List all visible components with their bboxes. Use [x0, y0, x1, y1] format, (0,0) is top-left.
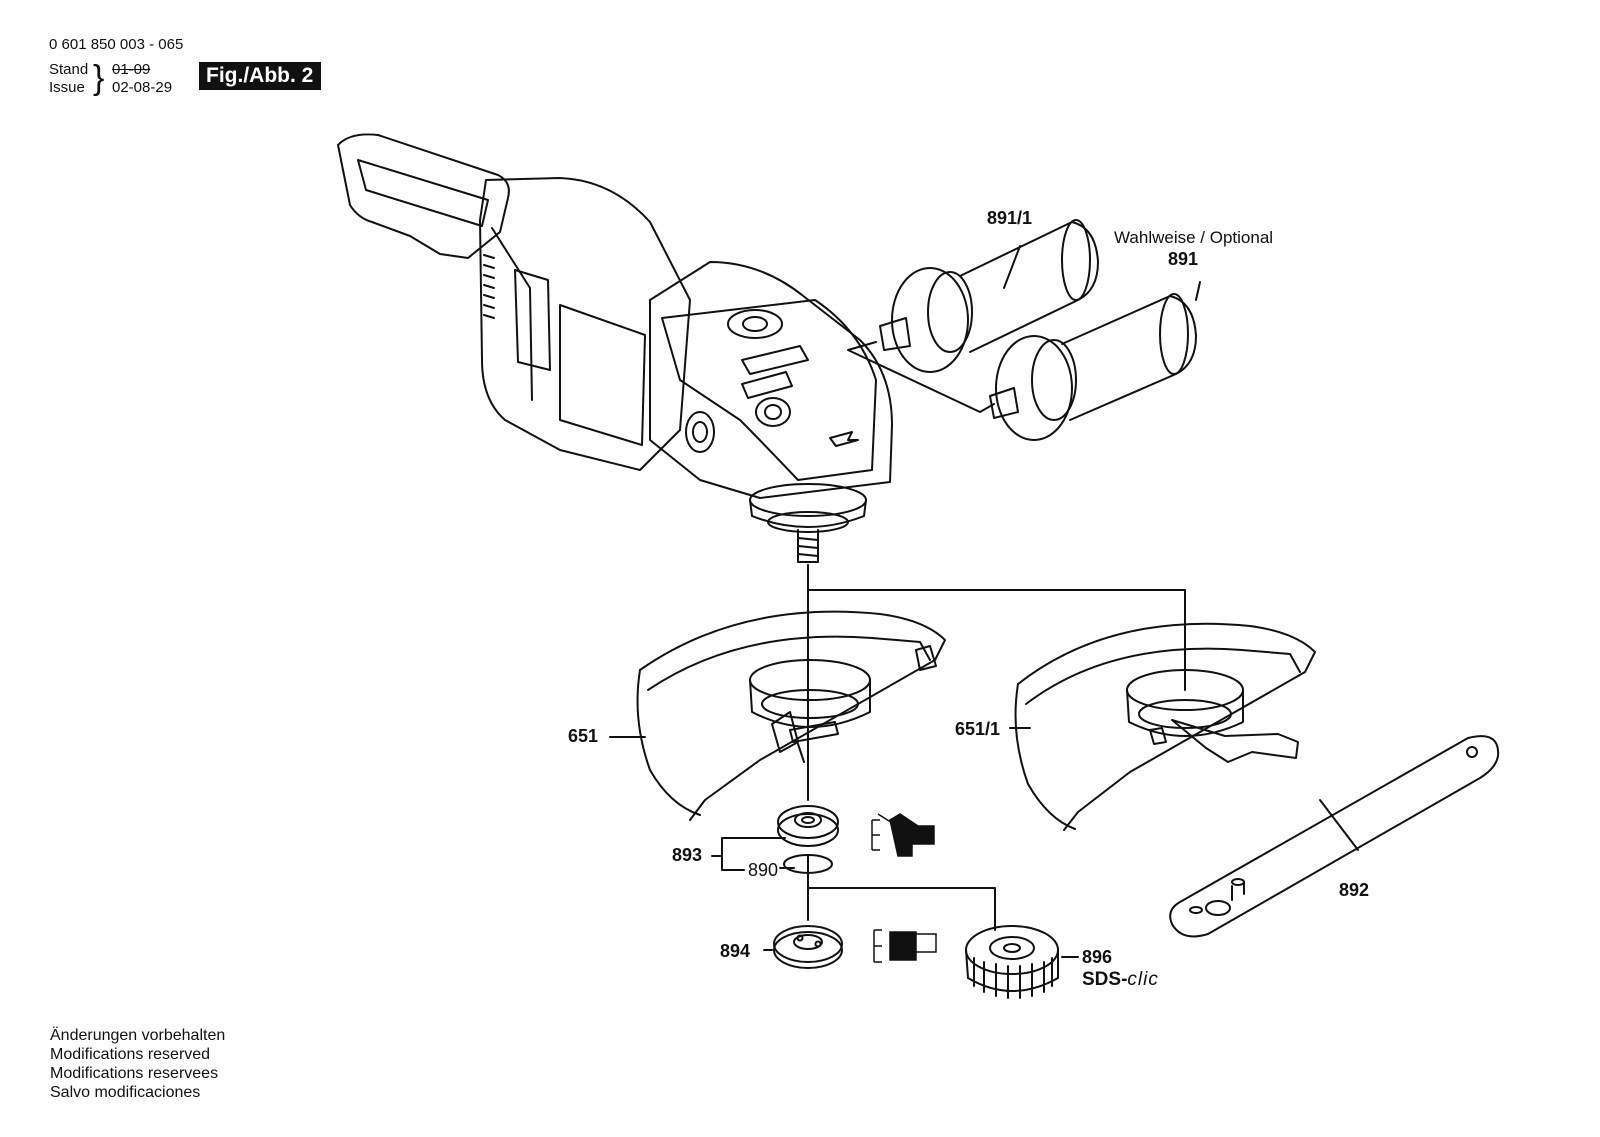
stand-value: 01-09 [112, 61, 151, 78]
part-label-651: 651 [568, 726, 599, 746]
footer-line-fr: Modifications reservees [50, 1065, 219, 1082]
brace-symbol: } [93, 59, 105, 97]
part-label-893: 893 [672, 845, 703, 865]
auxiliary-handle-891-drawing [989, 293, 1197, 441]
guard-651-1-drawing [1014, 622, 1316, 831]
angle-grinder-drawing [337, 133, 893, 563]
sds-prefix: SDS- [1082, 969, 1128, 990]
optional-note: Wahlweise / Optional [1114, 228, 1274, 247]
figure-label: Fig./Abb. 2 [199, 62, 322, 90]
part-label-896: 896 [1082, 947, 1113, 967]
quick-clamping-nut-896-drawing [965, 925, 1059, 999]
footer-notes: Änderungen vorbehalten Modifications res… [50, 1026, 225, 1102]
stand-label: Stand [49, 61, 89, 78]
footer-line-de: Änderungen vorbehalten [50, 1027, 226, 1044]
footer-line-es: Salvo modificaciones [50, 1084, 201, 1101]
part-label-890: 890 [748, 860, 779, 880]
issue-label: Issue [49, 79, 85, 96]
part-label-891: 891 [1168, 249, 1199, 269]
part-label-651-1: 651/1 [955, 719, 1001, 739]
guard-651-drawing [636, 610, 946, 821]
issue-value: 02-08-29 [112, 79, 173, 96]
part-number: 0 601 850 003 - 065 [49, 36, 184, 53]
sds-clic-suffix: clic [1127, 969, 1159, 990]
nut-orientation-symbol-icon [873, 929, 937, 963]
part-label-892: 892 [1339, 880, 1370, 900]
two-pin-spanner-892-drawing [1169, 735, 1500, 938]
auxiliary-handle-891-1-drawing [879, 219, 1099, 373]
flange-890-drawing [777, 805, 839, 874]
flange-orientation-symbol-icon [871, 813, 935, 857]
clamping-nut-894-drawing [773, 925, 843, 969]
footer-line-en: Modifications reserved [50, 1046, 211, 1063]
part-label-894: 894 [720, 941, 751, 961]
part-label-891-1: 891/1 [987, 208, 1033, 228]
sds-clic-label: SDS-clic [1082, 969, 1159, 991]
